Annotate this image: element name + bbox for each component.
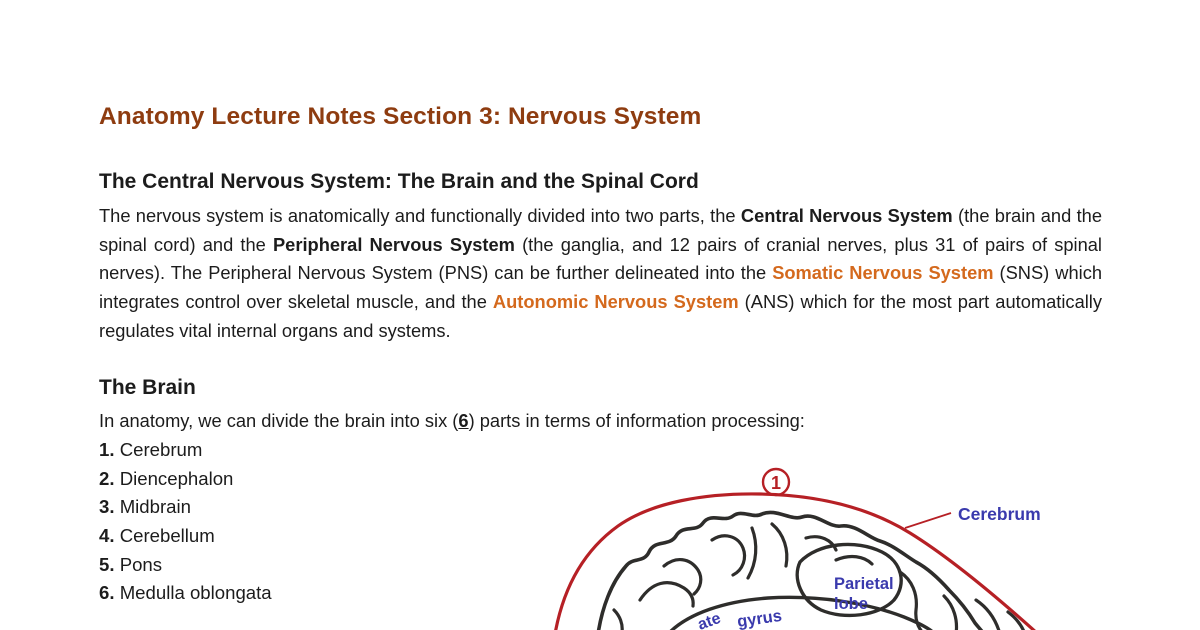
list-item-label: Medulla oblongata bbox=[119, 582, 272, 604]
cns-paragraph: The nervous system is anatomically and f… bbox=[99, 202, 1102, 346]
brain-sketch-lines bbox=[596, 510, 1026, 630]
document-title: Anatomy Lecture Notes Section 3: Nervous… bbox=[99, 103, 702, 130]
cerebrum-label: Cerebrum bbox=[958, 504, 1041, 524]
list-item-label: Midbrain bbox=[119, 496, 191, 518]
cerebrum-leader-line bbox=[904, 512, 952, 529]
text-segment: Peripheral Nervous System bbox=[272, 233, 515, 255]
text-segment: (the ganglia, and 12 pairs of cranial ne… bbox=[99, 233, 1102, 284]
list-item-label: Cerebellum bbox=[119, 525, 215, 547]
list-item: 6. Medulla oblongata bbox=[99, 579, 519, 608]
list-item-number: 2. bbox=[99, 467, 115, 489]
list-item: 4. Cerebellum bbox=[99, 522, 519, 551]
brain-parts-list: 1. Cerebrum 2. Diencephalon 3. Midbrain … bbox=[99, 436, 519, 608]
text-segment: (ANS) which for the most part automatica… bbox=[99, 291, 1102, 341]
marker-1-icon: 1 bbox=[761, 467, 791, 497]
parietal-lobe-label-line1: Parietal bbox=[834, 575, 894, 593]
cerebrum-outline bbox=[554, 492, 1036, 630]
text-segment: 6 bbox=[458, 410, 469, 431]
list-item: 2. Diencephalon bbox=[99, 465, 519, 494]
text-segment: Somatic Nervous System bbox=[772, 262, 994, 284]
list-item-label: Diencephalon bbox=[119, 467, 234, 489]
list-item-label: Pons bbox=[119, 553, 163, 575]
cns-section-heading: The Central Nervous System: The Brain an… bbox=[99, 170, 699, 193]
text-segment: (the brain and the spinal cord) and the bbox=[99, 205, 1102, 255]
text-segment: (SNS) which integrates control over skel… bbox=[99, 262, 1102, 313]
text-segment: The nervous system is anatomically and f… bbox=[99, 205, 741, 226]
list-item: 1. Cerebrum bbox=[99, 436, 519, 465]
list-item-number: 1. bbox=[99, 439, 115, 460]
gyrus-label: gyrus bbox=[736, 607, 783, 630]
text-segment: Autonomic Nervous System bbox=[492, 291, 739, 313]
list-item: 3. Midbrain bbox=[99, 493, 519, 522]
brain-intro-line: In anatomy, we can divide the brain into… bbox=[99, 407, 1102, 435]
list-item-number: 4. bbox=[99, 525, 115, 547]
text-segment: Central Nervous System bbox=[740, 205, 953, 226]
list-item-label: Cerebrum bbox=[119, 439, 203, 460]
marker-1-number: 1 bbox=[771, 473, 781, 493]
parietal-lobe-label-line2: lobe bbox=[834, 595, 868, 613]
list-item-number: 3. bbox=[99, 496, 115, 518]
list-item: 5. Pons bbox=[99, 551, 519, 580]
list-item-number: 5. bbox=[99, 553, 115, 575]
gyrus-label-partial: ate bbox=[696, 610, 724, 630]
text-segment: ) parts in terms of information processi… bbox=[468, 410, 805, 431]
list-item-number: 6. bbox=[99, 582, 115, 604]
brain-diagram-figure: 1 Cerebrum Parietal lobe ate gyrus bbox=[554, 467, 1041, 630]
text-segment: In anatomy, we can divide the brain into… bbox=[99, 410, 459, 431]
brain-section-heading: The Brain bbox=[99, 376, 196, 399]
